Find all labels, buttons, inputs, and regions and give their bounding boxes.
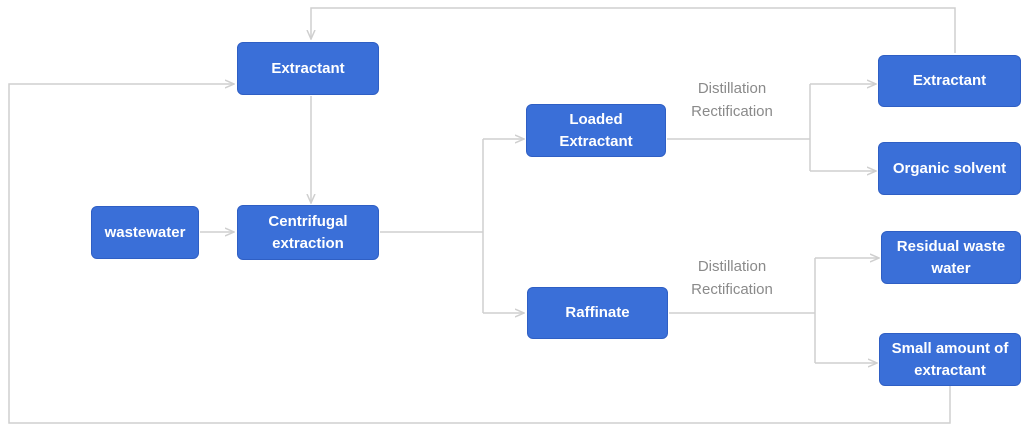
node-residual-waste-water: Residual waste water: [881, 231, 1021, 284]
node-residual-line1: Residual waste: [896, 237, 1006, 255]
process-label-upper-line2: Rectification: [691, 103, 773, 120]
process-label-upper-line1: Distillation: [697, 80, 767, 97]
node-extractant-right-label: Extractant: [912, 72, 987, 89]
node-small-amount-line1: Small amount of: [891, 339, 1009, 357]
process-label-upper: Distillation Rectification: [682, 77, 782, 123]
node-small-amount-line2: extractant: [914, 361, 986, 379]
node-loaded-line1: Loaded: [569, 110, 623, 128]
node-loaded-line2: Extractant: [559, 132, 633, 150]
node-organic-solvent-label: Organic solvent: [892, 159, 1007, 177]
node-raffinate-label: Raffinate: [565, 304, 630, 321]
node-extractant-top-label: Extractant: [271, 59, 345, 77]
process-label-lower-line2: Rectification: [691, 281, 773, 298]
node-wastewater-label: wastewater: [104, 223, 186, 241]
node-wastewater: wastewater: [91, 206, 199, 259]
node-loaded-extractant: Loaded Extractant: [526, 104, 666, 157]
node-extractant-top: Extractant: [237, 42, 379, 95]
process-label-lower-line1: Distillation: [697, 258, 767, 275]
node-raffinate: Raffinate: [527, 287, 668, 339]
node-residual-line2: water: [931, 259, 971, 277]
recycle-line-top: [311, 7, 956, 53]
process-label-lower: Distillation Rectification: [682, 255, 782, 301]
node-centrifugal-line1: Centrifugal: [268, 212, 348, 230]
node-centrifugal-line2: extraction: [272, 234, 344, 252]
node-centrifugal-extraction: Centrifugal extraction: [237, 205, 379, 260]
node-organic-solvent: Organic solvent: [878, 142, 1021, 195]
node-small-amount-extractant: Small amount of extractant: [879, 333, 1021, 386]
recycle-line-outer: [8, 84, 951, 424]
node-extractant-right: Extractant: [878, 55, 1021, 107]
